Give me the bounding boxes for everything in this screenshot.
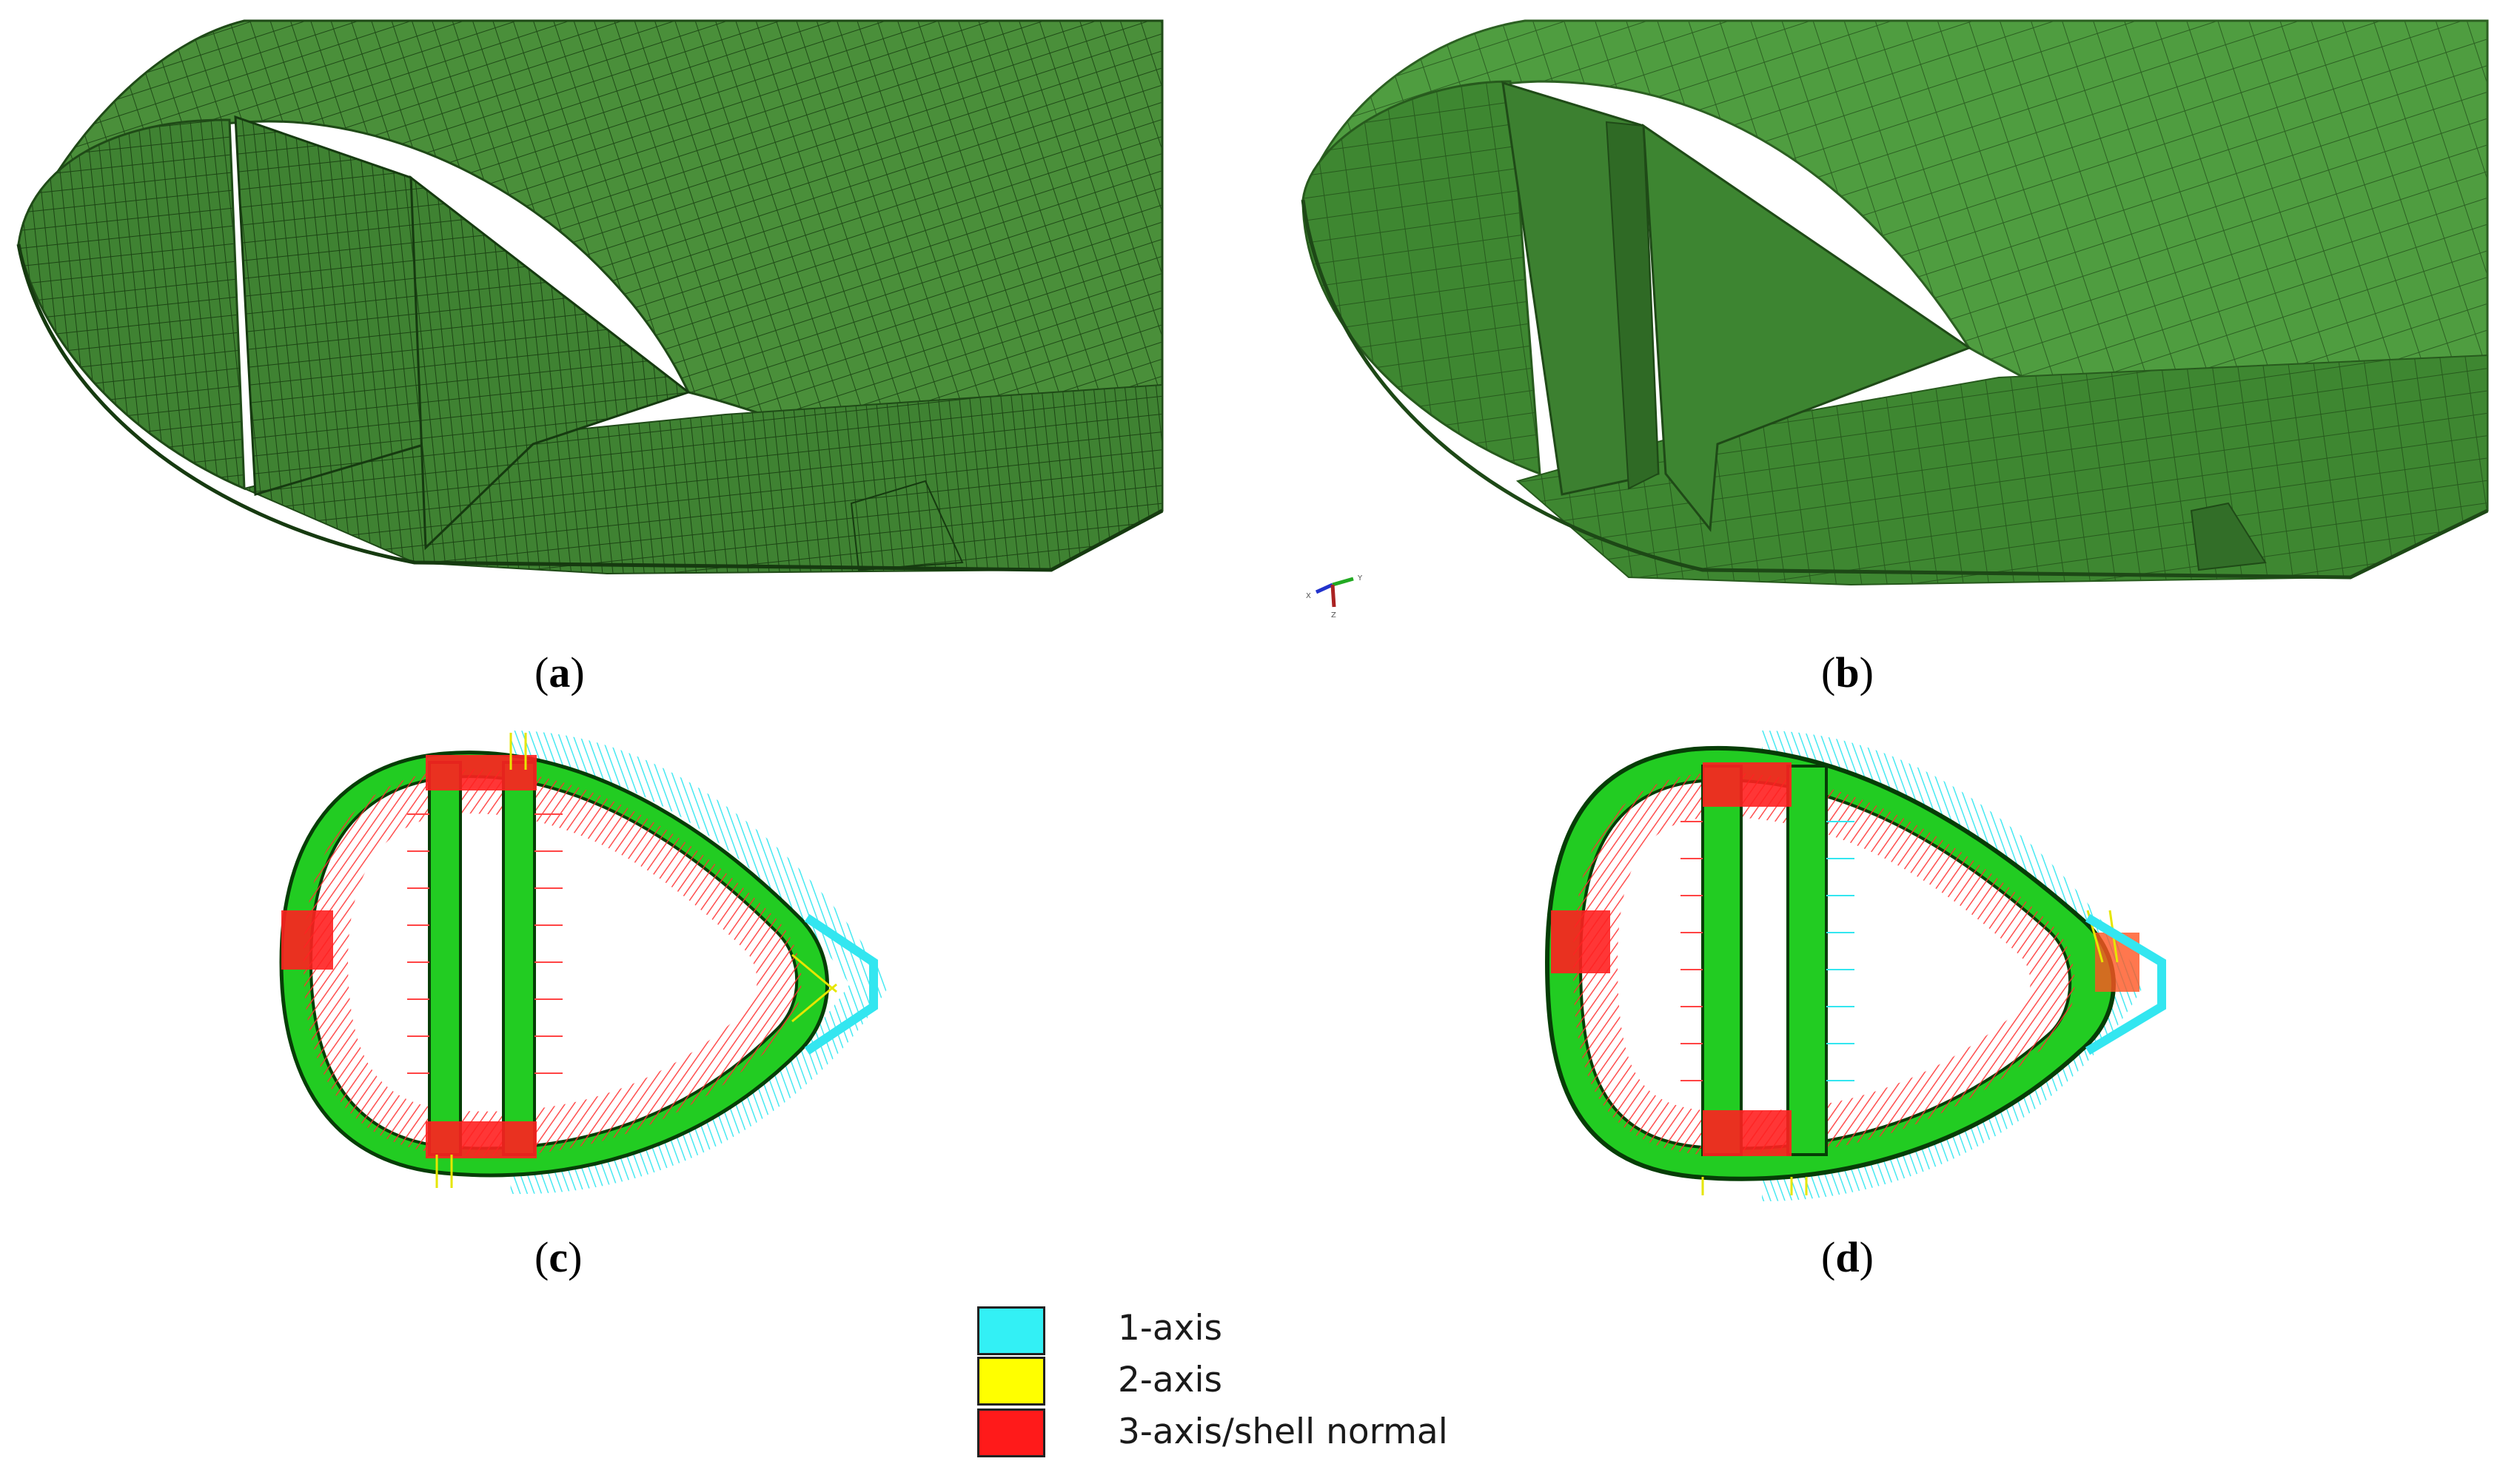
panel-b-front-spar-web bbox=[1605, 121, 1660, 490]
panel-label-a: (a) bbox=[534, 648, 585, 696]
panel-b-leading-edge bbox=[1301, 80, 1541, 476]
panel-c-cross-section bbox=[279, 731, 891, 1195]
panel-a-trailing-box bbox=[850, 480, 964, 571]
panel-label-b: (b) bbox=[1821, 648, 1874, 696]
svg-text:Z: Z bbox=[1331, 611, 1336, 620]
panel-d-front-spar bbox=[1701, 765, 1743, 1156]
panel-b-trailing-box bbox=[2190, 502, 2267, 571]
legend-swatch-3-axis bbox=[977, 1409, 1045, 1457]
panel-a-front-spar bbox=[234, 115, 427, 496]
panel-a-leading-edge bbox=[17, 118, 246, 491]
panel-d-rear-spar bbox=[1786, 765, 1828, 1156]
svg-text:Y: Y bbox=[1357, 574, 1363, 582]
panel-c-front-spar bbox=[428, 761, 462, 1156]
legend-label-3-axis: 3-axis/shell normal bbox=[1118, 1411, 1448, 1452]
panel-a-wing-mesh bbox=[16, 19, 1164, 575]
legend-swatch-1-axis bbox=[977, 1306, 1045, 1355]
legend-swatch-2-axis bbox=[977, 1357, 1045, 1406]
legend-label-2-axis: 2-axis bbox=[1118, 1360, 1223, 1400]
panel-a-rear-spar bbox=[409, 175, 691, 551]
coordinate-triad-icon: Y X Z bbox=[1306, 574, 1363, 620]
panel-d-cross-section bbox=[1544, 731, 2166, 1201]
panel-label-d: (d) bbox=[1821, 1233, 1874, 1281]
panel-b-wing-render bbox=[1301, 19, 2489, 586]
panel-b-rear-spar bbox=[1642, 124, 1972, 532]
panel-c-rear-spar bbox=[502, 761, 536, 1156]
legend-label-1-axis: 1-axis bbox=[1118, 1308, 1223, 1349]
svg-text:X: X bbox=[1306, 592, 1311, 600]
panel-label-c: (c) bbox=[534, 1233, 583, 1281]
